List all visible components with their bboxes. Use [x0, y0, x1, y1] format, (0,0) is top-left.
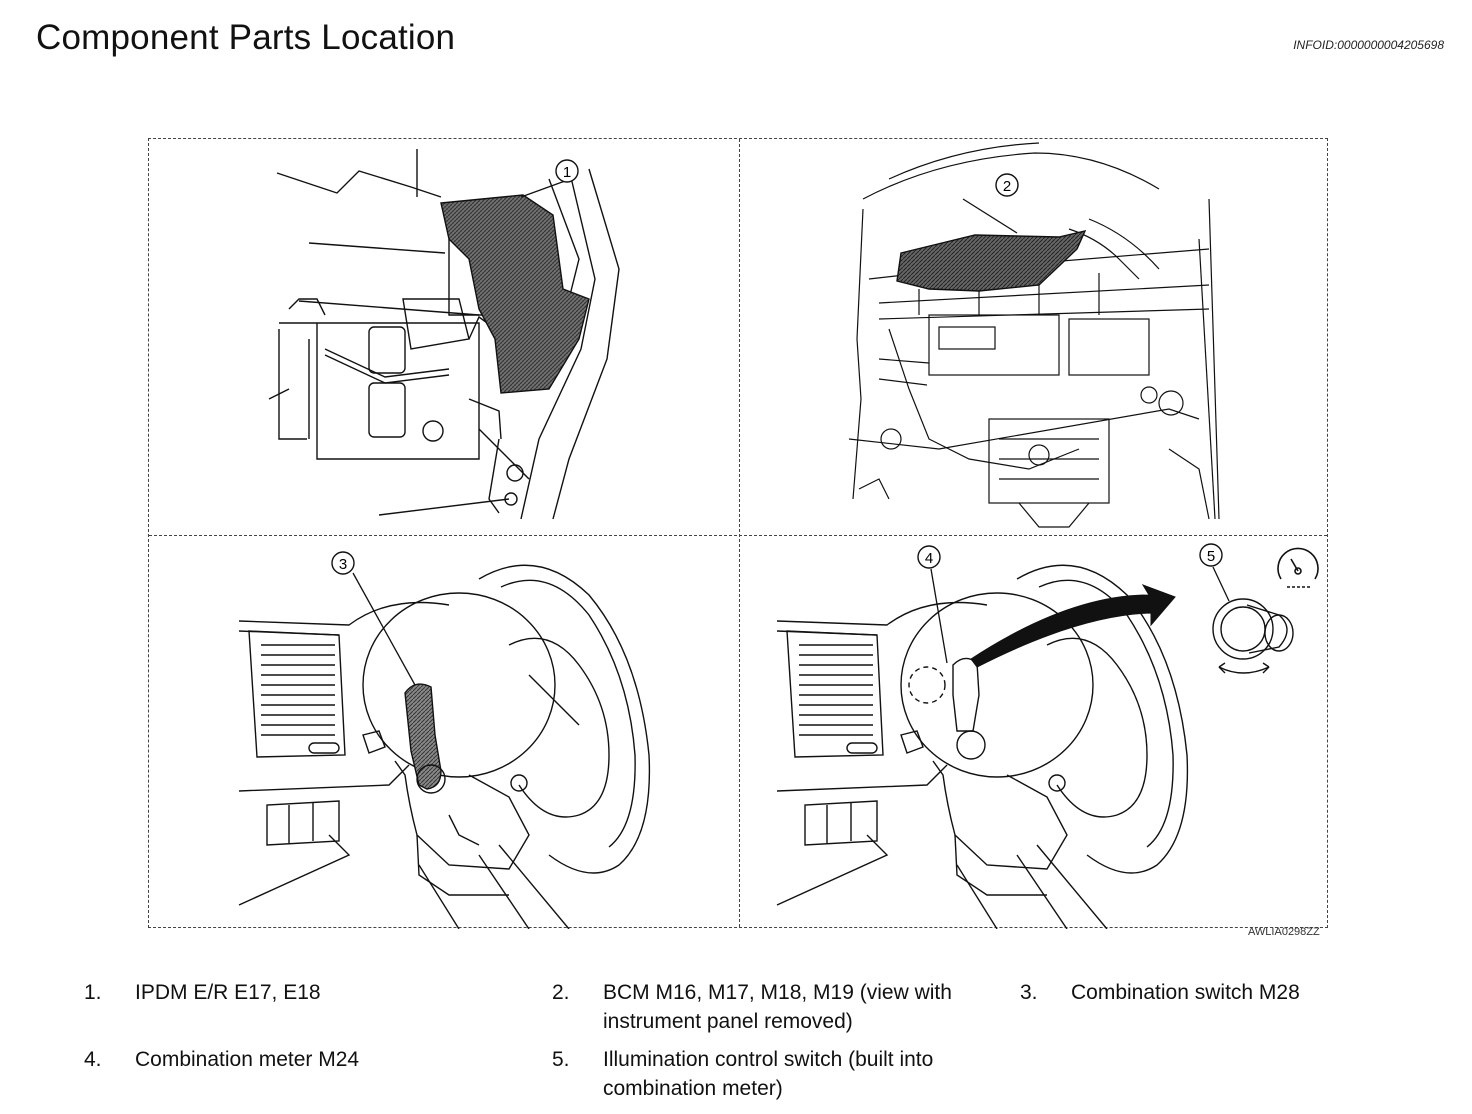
- panel-combination-meter: 4 5: [739, 535, 1329, 929]
- legend-text: Combination switch M28: [1071, 981, 1300, 1004]
- bcm-unit: [896, 230, 1087, 292]
- figure-divider-horizontal: [149, 535, 1327, 536]
- ipdm-er-unit: [440, 194, 590, 394]
- legend-number: 2.: [552, 981, 570, 1004]
- panel-ipdm-er: 1: [149, 139, 739, 535]
- legend-number: 1.: [84, 981, 102, 1004]
- info-id: INFOID:0000000004205698: [1293, 38, 1444, 52]
- engine-compartment-drawing: [268, 149, 620, 520]
- arrow-indicator: [970, 584, 1176, 668]
- dimmer-icon: [1277, 547, 1319, 588]
- legend-number: 4.: [84, 1048, 102, 1071]
- legend-text: BCM M16, M17, M18, M19 (view with instru…: [603, 981, 952, 1033]
- legend-text: Illumination control switch (built into …: [603, 1048, 934, 1100]
- callout-label: 5: [1207, 548, 1215, 565]
- illumination-control-switch-detail: [1212, 598, 1294, 674]
- combination-switch-lever: [404, 683, 442, 790]
- callout-3: 3: [331, 551, 416, 686]
- panel-bcm: 2: [739, 139, 1329, 535]
- callout-label: 4: [925, 550, 933, 567]
- legend-number: 3.: [1020, 981, 1038, 1004]
- panel-combination-switch: 3: [149, 535, 739, 929]
- callout-label: 3: [339, 556, 347, 573]
- callout-4: 4: [917, 545, 948, 664]
- callout-5: 5: [1199, 543, 1230, 602]
- dashboard-drawing: [776, 564, 1189, 929]
- callout-1: 1: [520, 159, 579, 198]
- page-title: Component Parts Location: [36, 18, 456, 57]
- callout-label: 2: [1003, 178, 1011, 195]
- component-location-figure: 1: [148, 138, 1329, 929]
- legend-text: IPDM E/R E17, E18: [135, 981, 321, 1004]
- figure-divider-vertical: [739, 139, 740, 927]
- callout-2: 2: [962, 173, 1019, 234]
- instrument-panel-frame-drawing: [848, 142, 1220, 528]
- legend-text: Combination meter M24: [135, 1048, 360, 1071]
- callout-label: 1: [563, 164, 571, 181]
- legend-number: 5.: [552, 1048, 570, 1071]
- dashboard-drawing: [238, 564, 651, 929]
- figure-code: AWLIA0298ZZ: [1248, 926, 1320, 938]
